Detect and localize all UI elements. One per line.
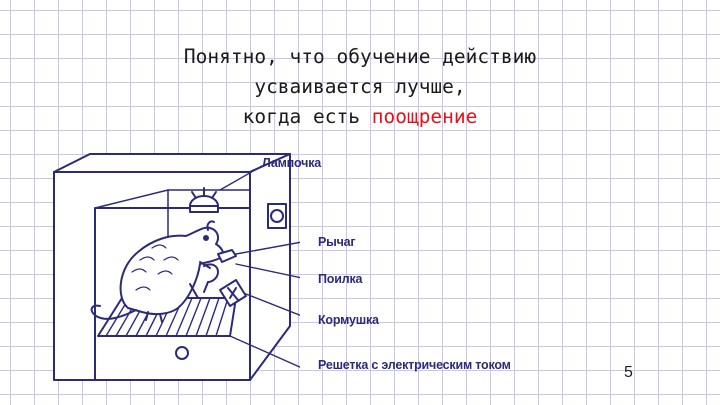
label-lever: Рычаг bbox=[318, 235, 356, 249]
label-grid: Решетка с электрическим током bbox=[318, 358, 511, 372]
callout-lines bbox=[219, 165, 300, 368]
page-number: 5 bbox=[624, 364, 633, 381]
title-line-2: усваивается лучше, bbox=[254, 75, 466, 98]
title-accent-word: поощрение bbox=[371, 105, 478, 128]
label-feeder: Кормушка bbox=[318, 313, 379, 327]
skinner-box-illustration bbox=[53, 153, 300, 381]
title-line-3-text: когда есть bbox=[242, 105, 372, 128]
side-knob bbox=[267, 203, 287, 229]
label-drinker: Поилка bbox=[318, 272, 363, 286]
feeder-icon bbox=[219, 279, 247, 307]
lever-icon bbox=[217, 249, 237, 263]
title-line-3: когда есть поощрение bbox=[0, 102, 720, 132]
lamp-icon bbox=[189, 187, 219, 213]
slide-title: Понятно, что обучение действию усваивает… bbox=[0, 42, 720, 132]
title-line-1: Понятно, что обучение действию bbox=[183, 45, 537, 68]
drinker-icon bbox=[203, 263, 219, 293]
front-knob-icon bbox=[175, 346, 189, 360]
label-lamp: Лампочка bbox=[262, 156, 322, 170]
